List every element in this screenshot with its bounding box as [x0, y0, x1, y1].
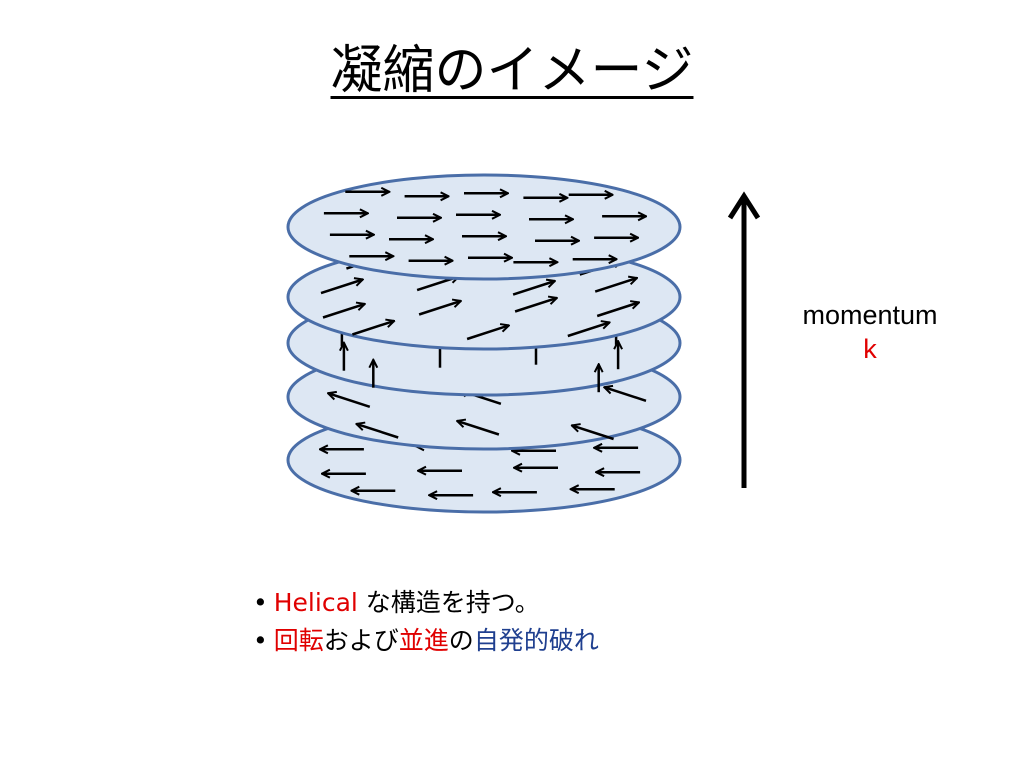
momentum-label-block: momentum k: [770, 298, 970, 366]
momentum-symbol: k: [863, 334, 877, 364]
slide-title-container: 凝縮のイメージ: [0, 28, 1024, 103]
bullet-marker: •: [253, 588, 268, 617]
momentum-label: momentum: [802, 300, 938, 330]
bullet-marker: •: [253, 626, 268, 655]
spin-arrow: [604, 387, 647, 402]
spin-arrow: [322, 304, 365, 319]
spin-arrow: [466, 325, 509, 341]
spin-arrow: [567, 322, 610, 338]
slide-title: 凝縮のイメージ: [330, 41, 694, 101]
spin-arrow: [418, 301, 461, 316]
ssb-term: 自発的破れ: [473, 626, 599, 655]
spin-arrow: [320, 280, 363, 295]
disc-layer-right: [286, 173, 682, 281]
particle-no: の: [448, 626, 474, 655]
rotation-term: 回転: [273, 626, 324, 655]
bullet-list: •Helical な構造を持つ。 •回転および並進の自発的破れ: [253, 584, 599, 660]
spin-arrow: [356, 424, 399, 439]
spin-arrow: [514, 298, 557, 313]
spin-arrow: [352, 321, 394, 336]
spin-arrow: [512, 281, 555, 296]
spin-arrow: [594, 278, 637, 293]
momentum-arrow: [727, 191, 761, 488]
helical-term: Helical: [273, 588, 358, 617]
spin-arrow: [328, 393, 371, 408]
bullet-item-symmetry-breaking: •回転および並進の自発的破れ: [253, 622, 599, 660]
disc-stack: [286, 173, 682, 514]
spin-arrow: [457, 421, 500, 436]
translation-term: 並進: [398, 626, 449, 655]
helical-rest: な構造を持つ。: [357, 588, 540, 617]
and-text: および: [323, 626, 399, 655]
spin-arrow: [596, 302, 639, 318]
spin-arrow: [572, 425, 614, 441]
momentum-arrow-head: [727, 191, 761, 220]
bullet-item-helical: •Helical な構造を持つ。: [253, 584, 599, 622]
